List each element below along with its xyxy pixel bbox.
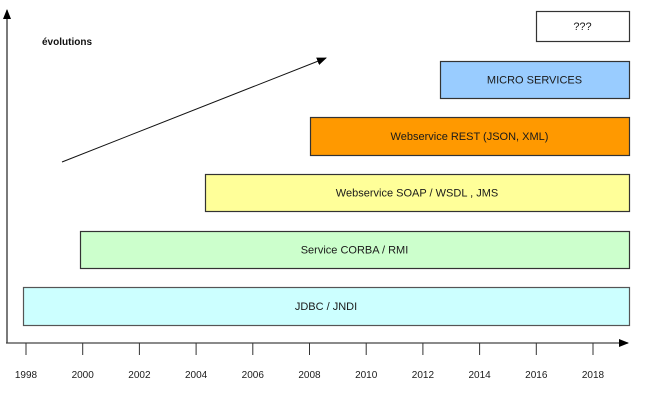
x-tick-label: 2016 [525, 370, 548, 381]
x-tick-label: 2002 [128, 370, 151, 381]
layer-label: Webservice SOAP / WSDL , JMS [336, 188, 498, 200]
layer-box: ??? [535, 10, 631, 43]
layer-label: JDBC / JNDI [295, 301, 357, 313]
x-tick-label: 2000 [72, 370, 95, 381]
layer-box: MICRO SERVICES [439, 60, 631, 100]
x-tick-label: 2010 [355, 370, 378, 381]
layer-box: Webservice SOAP / WSDL , JMS [204, 173, 631, 213]
layer-rect [204, 173, 631, 213]
layer-box: JDBC / JNDI [22, 286, 631, 327]
x-tick-label: 2012 [412, 370, 435, 381]
layer-rect [309, 116, 631, 157]
trend-arrow [61, 57, 327, 163]
layers: JDBC / JNDI Service CORBA / RMI Webservice… [22, 10, 631, 327]
x-tick-label: 2004 [185, 370, 208, 381]
x-axis-ticks: 1998 2000 2002 2004 2006 2008 2010 2012 2014 2016… [15, 343, 605, 381]
layer-label: ??? [573, 21, 591, 33]
layer-box: Service CORBA / RMI [79, 230, 631, 270]
x-tick-label: 2006 [242, 370, 265, 381]
x-tick-label: 2018 [582, 370, 605, 381]
layer-rect [22, 286, 631, 327]
layer-label: MICRO SERVICES [487, 75, 582, 87]
x-tick-label: 1998 [15, 370, 38, 381]
x-tick-label: 2014 [468, 370, 491, 381]
layer-rect [535, 10, 631, 43]
x-tick-label: 2008 [298, 370, 321, 381]
layer-box: Webservice REST (JSON, XML) [309, 116, 631, 157]
layer-label: Webservice REST (JSON, XML) [391, 131, 549, 143]
layer-rect [439, 60, 631, 100]
layer-rect [79, 230, 631, 270]
layer-label: Service CORBA / RMI [301, 245, 409, 257]
diagram-title: évolutions [42, 37, 92, 48]
